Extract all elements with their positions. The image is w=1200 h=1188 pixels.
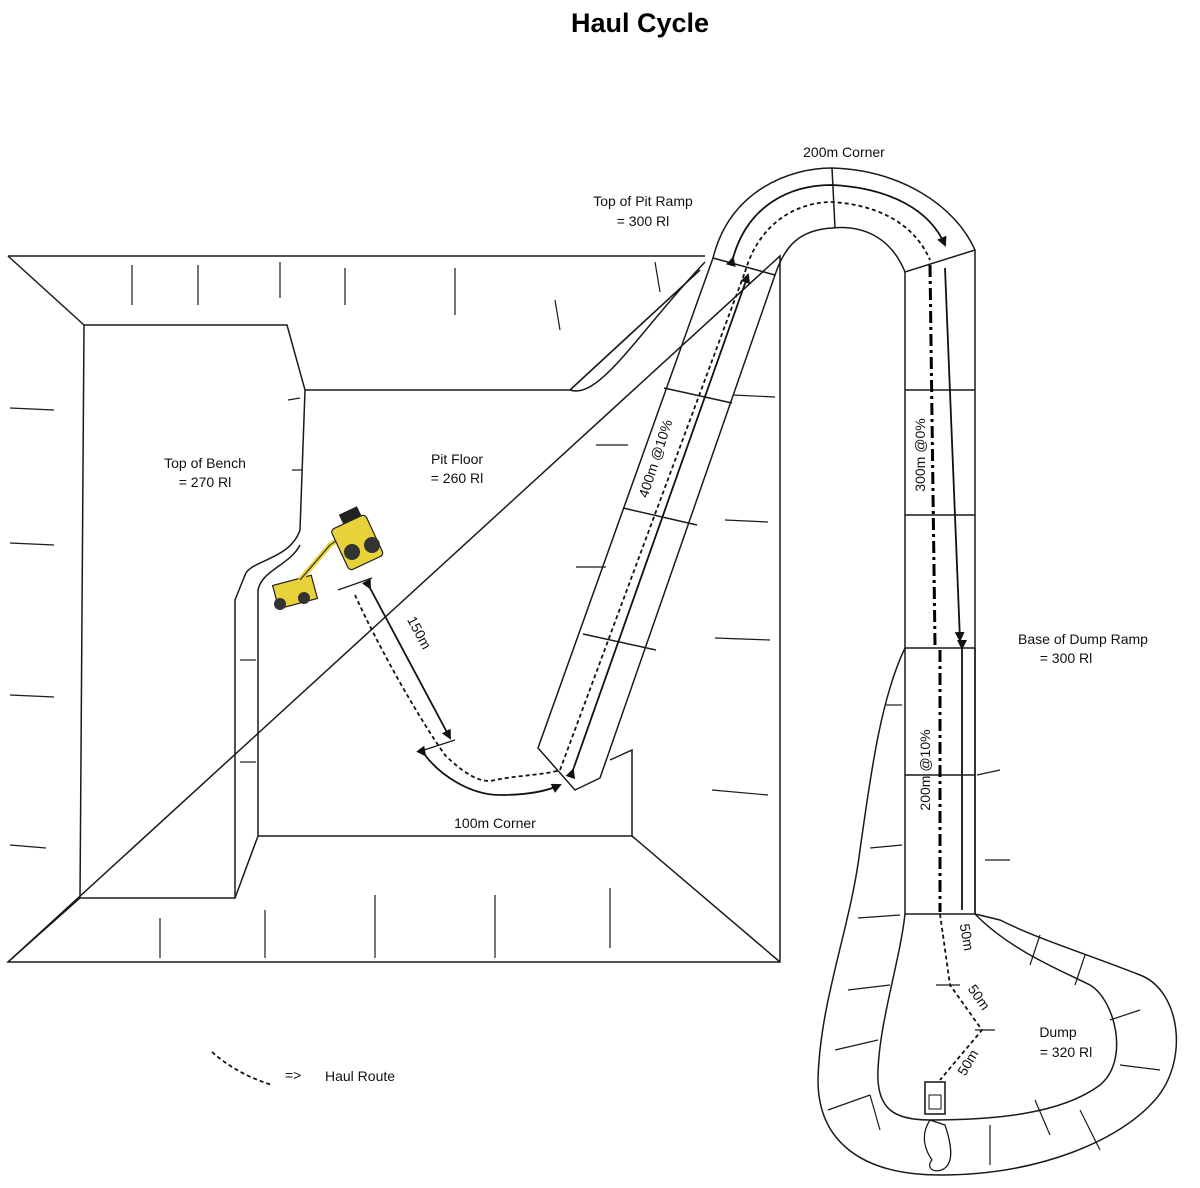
- dump-rl: = 320 Rl: [1040, 1044, 1093, 1060]
- legend-symbol: =>: [285, 1067, 301, 1083]
- corner-100m-label: 100m Corner: [454, 815, 536, 831]
- pit-floor-rl: = 260 Rl: [431, 470, 484, 486]
- route-load-to-corner: [354, 594, 561, 782]
- dump-inner-outline: [877, 913, 1118, 1121]
- bevel-nw: [7, 255, 85, 326]
- pit: [6, 254, 781, 963]
- bevel-bench-floor: [234, 835, 259, 899]
- segment-50m-label-3: 50m: [954, 1047, 981, 1079]
- bench-outline: [79, 324, 306, 899]
- dump-wall-ticks: [827, 704, 1161, 1165]
- route-dump-legs: [939, 913, 984, 1081]
- flat-road: [904, 250, 976, 649]
- bevel-sw: [7, 897, 81, 963]
- corner-200m-label: 200m Corner: [803, 144, 885, 160]
- haul-road: [537, 167, 1178, 1176]
- top-of-bench-rl: = 270 Rl: [179, 474, 232, 490]
- legend-haul-route-swatch: [211, 1051, 273, 1086]
- excavator-icon: [271, 506, 384, 610]
- top-of-pit-ramp-label: Top of Pit Ramp: [593, 193, 693, 209]
- top-of-bench-label: Top of Bench: [164, 455, 246, 471]
- pit-ramp-road: [537, 257, 776, 791]
- legend-label: Haul Route: [325, 1068, 395, 1084]
- arrow-100m-corner: [416, 745, 562, 796]
- dump-truck-icon: [923, 1081, 952, 1172]
- segment-300m-label: 300m @0%: [912, 418, 928, 491]
- bevel-ne: [569, 269, 701, 391]
- route-top-corner: [744, 201, 931, 273]
- bevel-se: [631, 835, 781, 963]
- arrow-150m: [361, 578, 451, 740]
- pit-floor-west-wall: [257, 544, 301, 836]
- segment-200m-label: 200m @10%: [917, 729, 933, 810]
- legend: => Haul Route: [211, 1051, 395, 1086]
- route-ramp-up: [559, 271, 746, 771]
- dump-area-outline: [817, 647, 1178, 1176]
- segment-50m-label-1: 50m: [957, 922, 977, 952]
- segment-150m-label: 150m: [404, 613, 435, 651]
- top-of-pit-ramp-rl: = 300 Rl: [617, 213, 670, 229]
- haul-route: [337, 184, 995, 1081]
- pit-floor-label: Pit Floor: [431, 451, 483, 467]
- base-of-dump-ramp-label: Base of Dump Ramp: [1018, 631, 1148, 647]
- arrow-300m: [944, 267, 965, 642]
- arrow-200m-corner: [726, 184, 947, 268]
- pit-outer-rim: [6, 254, 781, 963]
- segment-50m-label-2: 50m: [965, 981, 994, 1012]
- route-flat: [928, 264, 937, 646]
- dump-label: Dump: [1039, 1024, 1077, 1040]
- diagram-title: Haul Cycle: [571, 8, 709, 38]
- base-of-dump-ramp-rl: = 300 Rl: [1040, 650, 1093, 666]
- arrow-400m: [565, 273, 751, 780]
- top-corner-road: [712, 167, 977, 276]
